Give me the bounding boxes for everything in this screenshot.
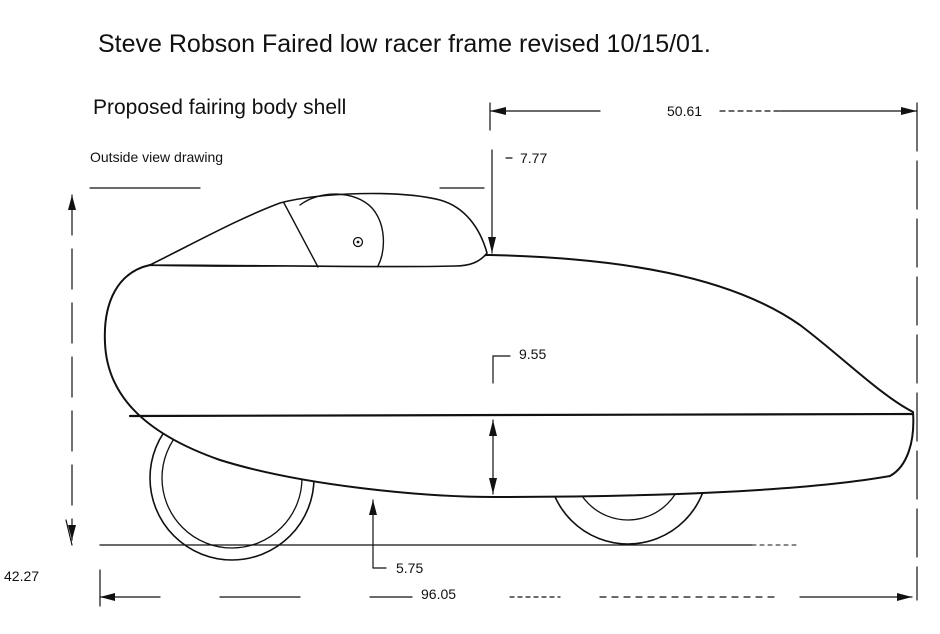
dim-total-length <box>489 102 918 601</box>
rider-eye <box>352 236 364 248</box>
drawing-subtitle: Proposed fairing body shell <box>93 96 347 119</box>
arrowhead <box>901 107 917 115</box>
canopy <box>149 192 488 268</box>
view-caption: Outside view drawing <box>90 149 224 165</box>
dim-canopy-rise <box>89 149 513 254</box>
dim-label-overall-height: 42.27 <box>2 568 42 584</box>
dim-label-total-length: 50.61 <box>665 103 705 119</box>
belt-line <box>128 412 915 418</box>
arrowhead <box>100 593 115 601</box>
dim-label-wheelbase: 96.05 <box>419 586 459 602</box>
arrowhead <box>68 525 76 540</box>
window-divider <box>283 202 319 268</box>
arrowhead <box>490 107 506 115</box>
arrowhead <box>369 500 377 515</box>
arrowhead <box>489 420 497 436</box>
dim-label-body-depth: 9.55 <box>517 346 549 362</box>
drawing-title: Steve Robson Faired low racer frame revi… <box>98 30 711 58</box>
dim-label-ground-clearance: 5.75 <box>394 560 426 576</box>
arrowhead <box>68 195 76 210</box>
arrowhead <box>897 593 912 601</box>
body-shell <box>103 254 915 498</box>
arrowhead <box>489 478 497 494</box>
arrowhead <box>488 237 496 253</box>
dim-label-canopy-rise: 7.77 <box>518 150 550 166</box>
dim-wheelbase <box>99 569 913 607</box>
dim-overall-height <box>65 194 73 546</box>
rider-head <box>299 193 385 267</box>
